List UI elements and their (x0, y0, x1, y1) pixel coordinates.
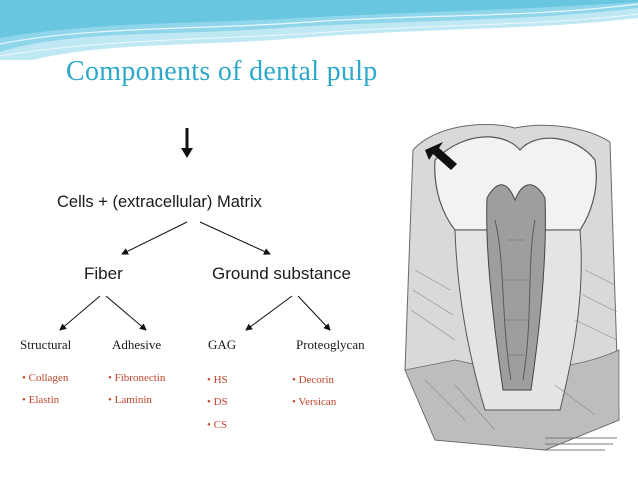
node-gag: GAG (208, 337, 237, 352)
connector-fiber-adhesive (105, 295, 147, 331)
connector-root-fiber (121, 221, 188, 255)
tooth-cross-section-illustration (395, 120, 623, 460)
node-structural: Structural (20, 337, 72, 352)
connector-ground-proteoglycan (297, 295, 331, 331)
node-fiber: Fiber (84, 264, 123, 283)
root-node: Cells + (extracellular) Matrix (57, 193, 262, 211)
node-adhesive: Adhesive (112, 337, 162, 352)
connector-ground-gag (245, 295, 293, 331)
bullet-ds: • DS (207, 396, 228, 408)
bullet-hs: • HS (207, 374, 228, 386)
header-wave-decoration (0, 0, 638, 60)
bullet-laminin: • Laminin (108, 394, 152, 406)
node-proteoglycan: Proteoglycan (296, 337, 365, 352)
bullet-elastin: • Elastin (22, 394, 60, 406)
bullet-decorin: • Decorin (292, 374, 335, 386)
down-arrow-head (181, 148, 193, 158)
bullet-collagen: • Collagen (22, 372, 69, 384)
bullet-cs: • CS (207, 419, 228, 431)
connector-root-ground (199, 221, 271, 255)
bullet-fibronectin: • Fibronectin (108, 372, 166, 384)
connector-fiber-structural (59, 295, 101, 331)
node-ground-substance: Ground substance (212, 264, 351, 283)
slide-title: Components of dental pulp (66, 56, 378, 87)
bullet-versican: • Versican (292, 396, 337, 408)
